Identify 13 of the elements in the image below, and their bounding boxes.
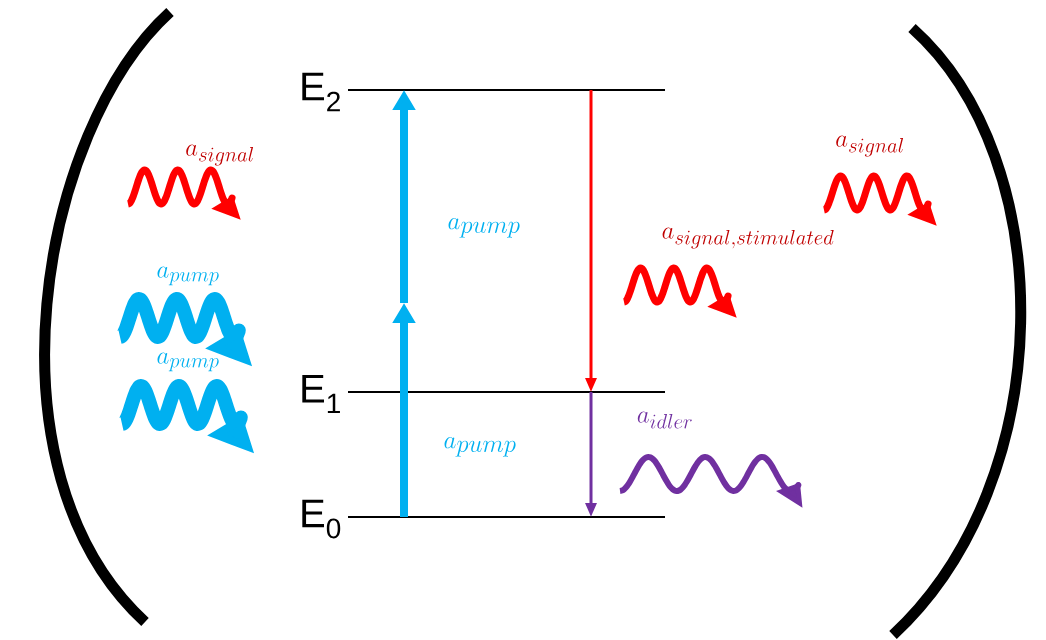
photon-label: $a_{pump}$ [157, 352, 219, 372]
edge-label: $a_{pump}$ [446, 217, 522, 239]
node-label: E$_{2}$ [302, 72, 340, 112]
photon-label: $a_{pump}$ [157, 266, 219, 286]
edge-label: $a_{pump}$ [442, 436, 518, 458]
photon-label: $a_{signal}$ [186, 144, 254, 166]
photon-label: $a_{signal}$ [836, 135, 904, 157]
photon-label: $a_{idler}$ [637, 411, 692, 429]
energy-level: E$_{0}$ [302, 499, 665, 539]
node-label: E$_{1}$ [302, 374, 340, 414]
energy-level: E$_{2}$ [302, 72, 665, 112]
node-label: E$_{0}$ [302, 499, 341, 539]
photon-label: $a_{signal,stimulated}$ [662, 227, 834, 249]
